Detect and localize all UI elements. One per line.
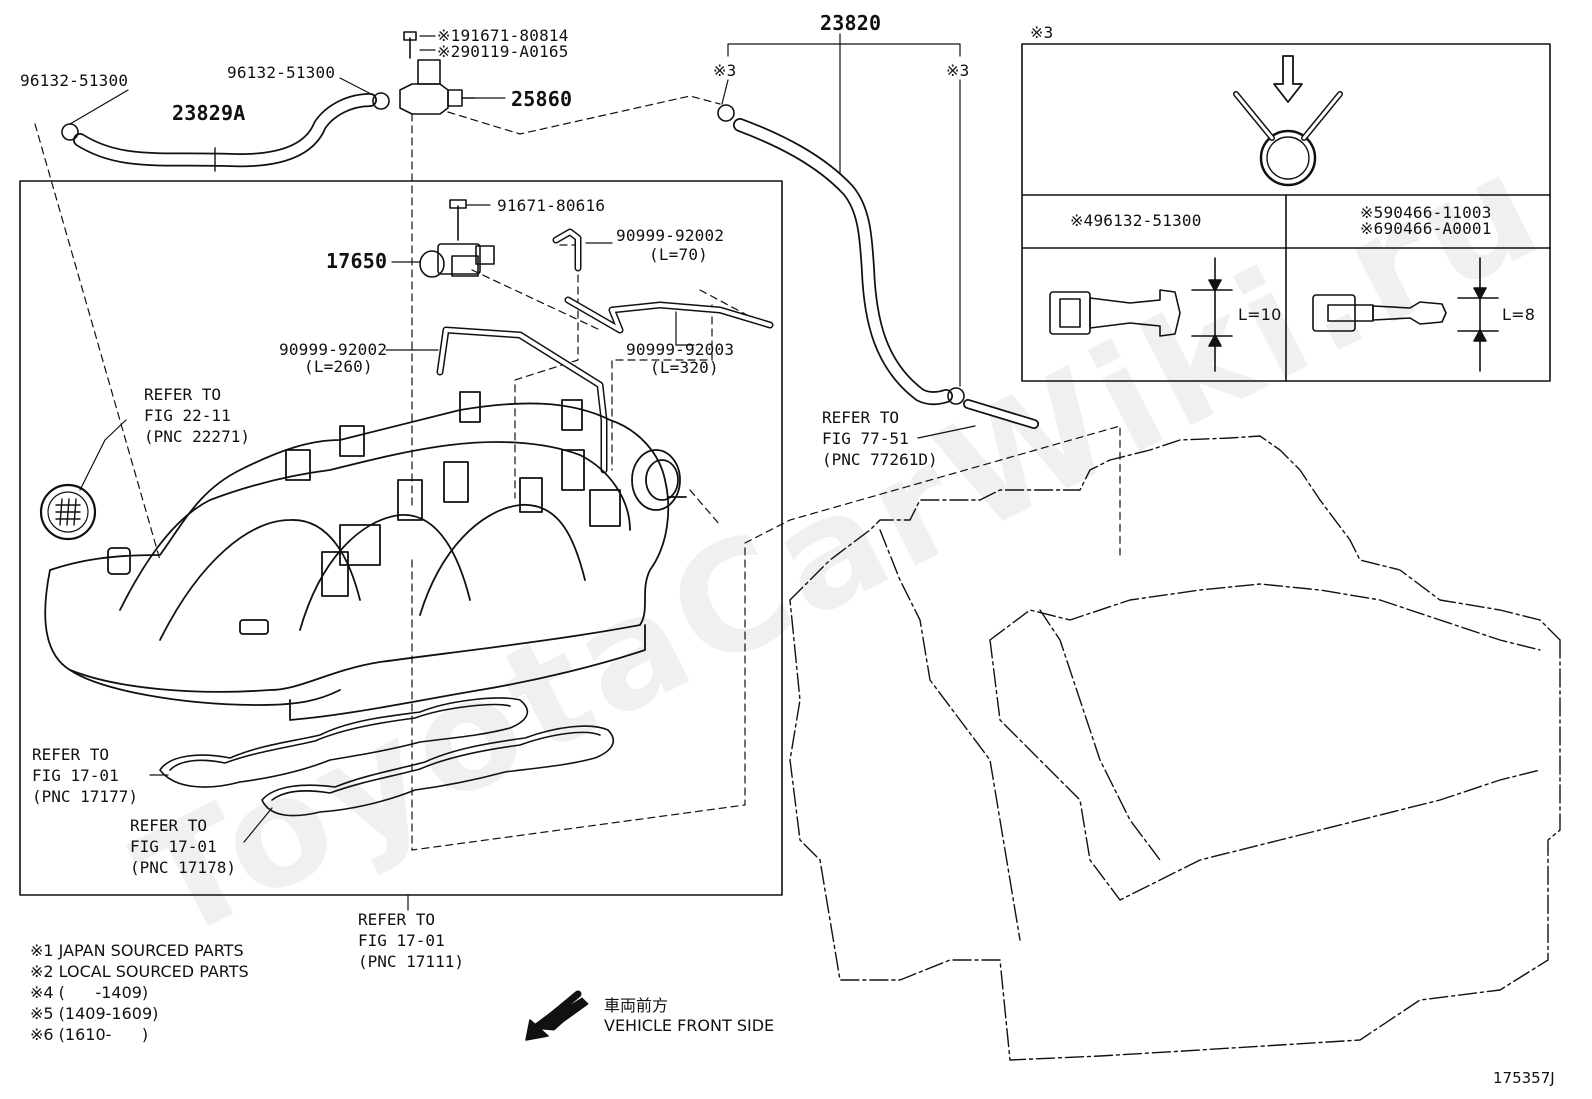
label-25860: 25860 [511, 87, 573, 111]
detail-l8: L=8 [1502, 305, 1536, 324]
label-90999-92002-b: 90999-92002 [279, 340, 388, 359]
detail-cell-90466-11003: ※590466-11003 [1360, 203, 1492, 222]
gasket-17177 [159, 697, 529, 788]
note-6: ※6 (1610- ) [30, 1025, 149, 1044]
intake-manifold [44, 391, 687, 721]
small-hoses [436, 228, 774, 474]
label-96132-51300-mid: 96132-51300 [227, 63, 336, 82]
ref-fig-17-01-17111: REFER TO FIG 17-01 (PNC 17111) [358, 910, 464, 971]
ref-fig-22-11: REFER TO FIG 22-11 (PNC 22271) [144, 385, 250, 446]
engine-block-outline [789, 435, 1561, 1061]
label-91671-80616: 91671-80616 [497, 196, 606, 215]
figure-id: 175357J [1493, 1069, 1555, 1087]
label-note3-right: ※3 [946, 61, 970, 80]
label-23829a: 23829A [172, 101, 246, 125]
gasket-ring-22271 [39, 419, 127, 541]
vsv-17650 [419, 199, 495, 278]
vehicle-front-label-en: VEHICLE FRONT SIDE [604, 1016, 775, 1035]
detail-cell-90466-a0001: ※690466-A0001 [1360, 219, 1492, 238]
label-91671-80814: ※191671-80814 [437, 26, 569, 45]
label-l320: (L=320) [650, 358, 719, 377]
note-2: ※2 LOCAL SOURCED PARTS [30, 962, 249, 981]
detail-l10: L=10 [1238, 305, 1282, 324]
hose-23820 [717, 104, 1039, 429]
detail-cell-96132: ※496132-51300 [1070, 211, 1202, 230]
detail-title: ※3 [1030, 23, 1054, 42]
label-l260: (L=260) [304, 357, 373, 376]
ref-fig-17-01-17177: REFER TO FIG 17-01 (PNC 17177) [32, 745, 138, 806]
label-17650: 17650 [326, 249, 388, 273]
notes-list: ※1 JAPAN SOURCED PARTS ※2 LOCAL SOURCED … [30, 940, 249, 1045]
label-90999-92002-a: 90999-92002 [616, 226, 725, 245]
label-90999-92003: 90999-92003 [626, 340, 735, 359]
detail-box [1021, 43, 1551, 382]
label-note3-left: ※3 [713, 61, 737, 80]
ref-fig-17-01-17178: REFER TO FIG 17-01 (PNC 17178) [130, 816, 236, 877]
ref-fig-77-51: REFER TO FIG 77-51 (PNC 77261D) [822, 408, 938, 469]
vsv-25860 [399, 31, 475, 115]
hose-23829a [61, 92, 390, 172]
note-4: ※4 ( -1409) [30, 983, 149, 1002]
label-96132-51300-left: 96132-51300 [20, 71, 129, 90]
label-23820: 23820 [820, 11, 882, 35]
label-l70: (L=70) [649, 245, 708, 264]
vehicle-front-label-jp: 車両前方 [604, 996, 669, 1015]
label-90119-a0165: ※290119-A0165 [437, 42, 569, 61]
gasket-17178 [261, 725, 614, 817]
note-1: ※1 JAPAN SOURCED PARTS [30, 941, 244, 960]
note-5: ※5 (1409-1609) [30, 1004, 159, 1023]
intake-manifold-group-box [19, 180, 783, 896]
